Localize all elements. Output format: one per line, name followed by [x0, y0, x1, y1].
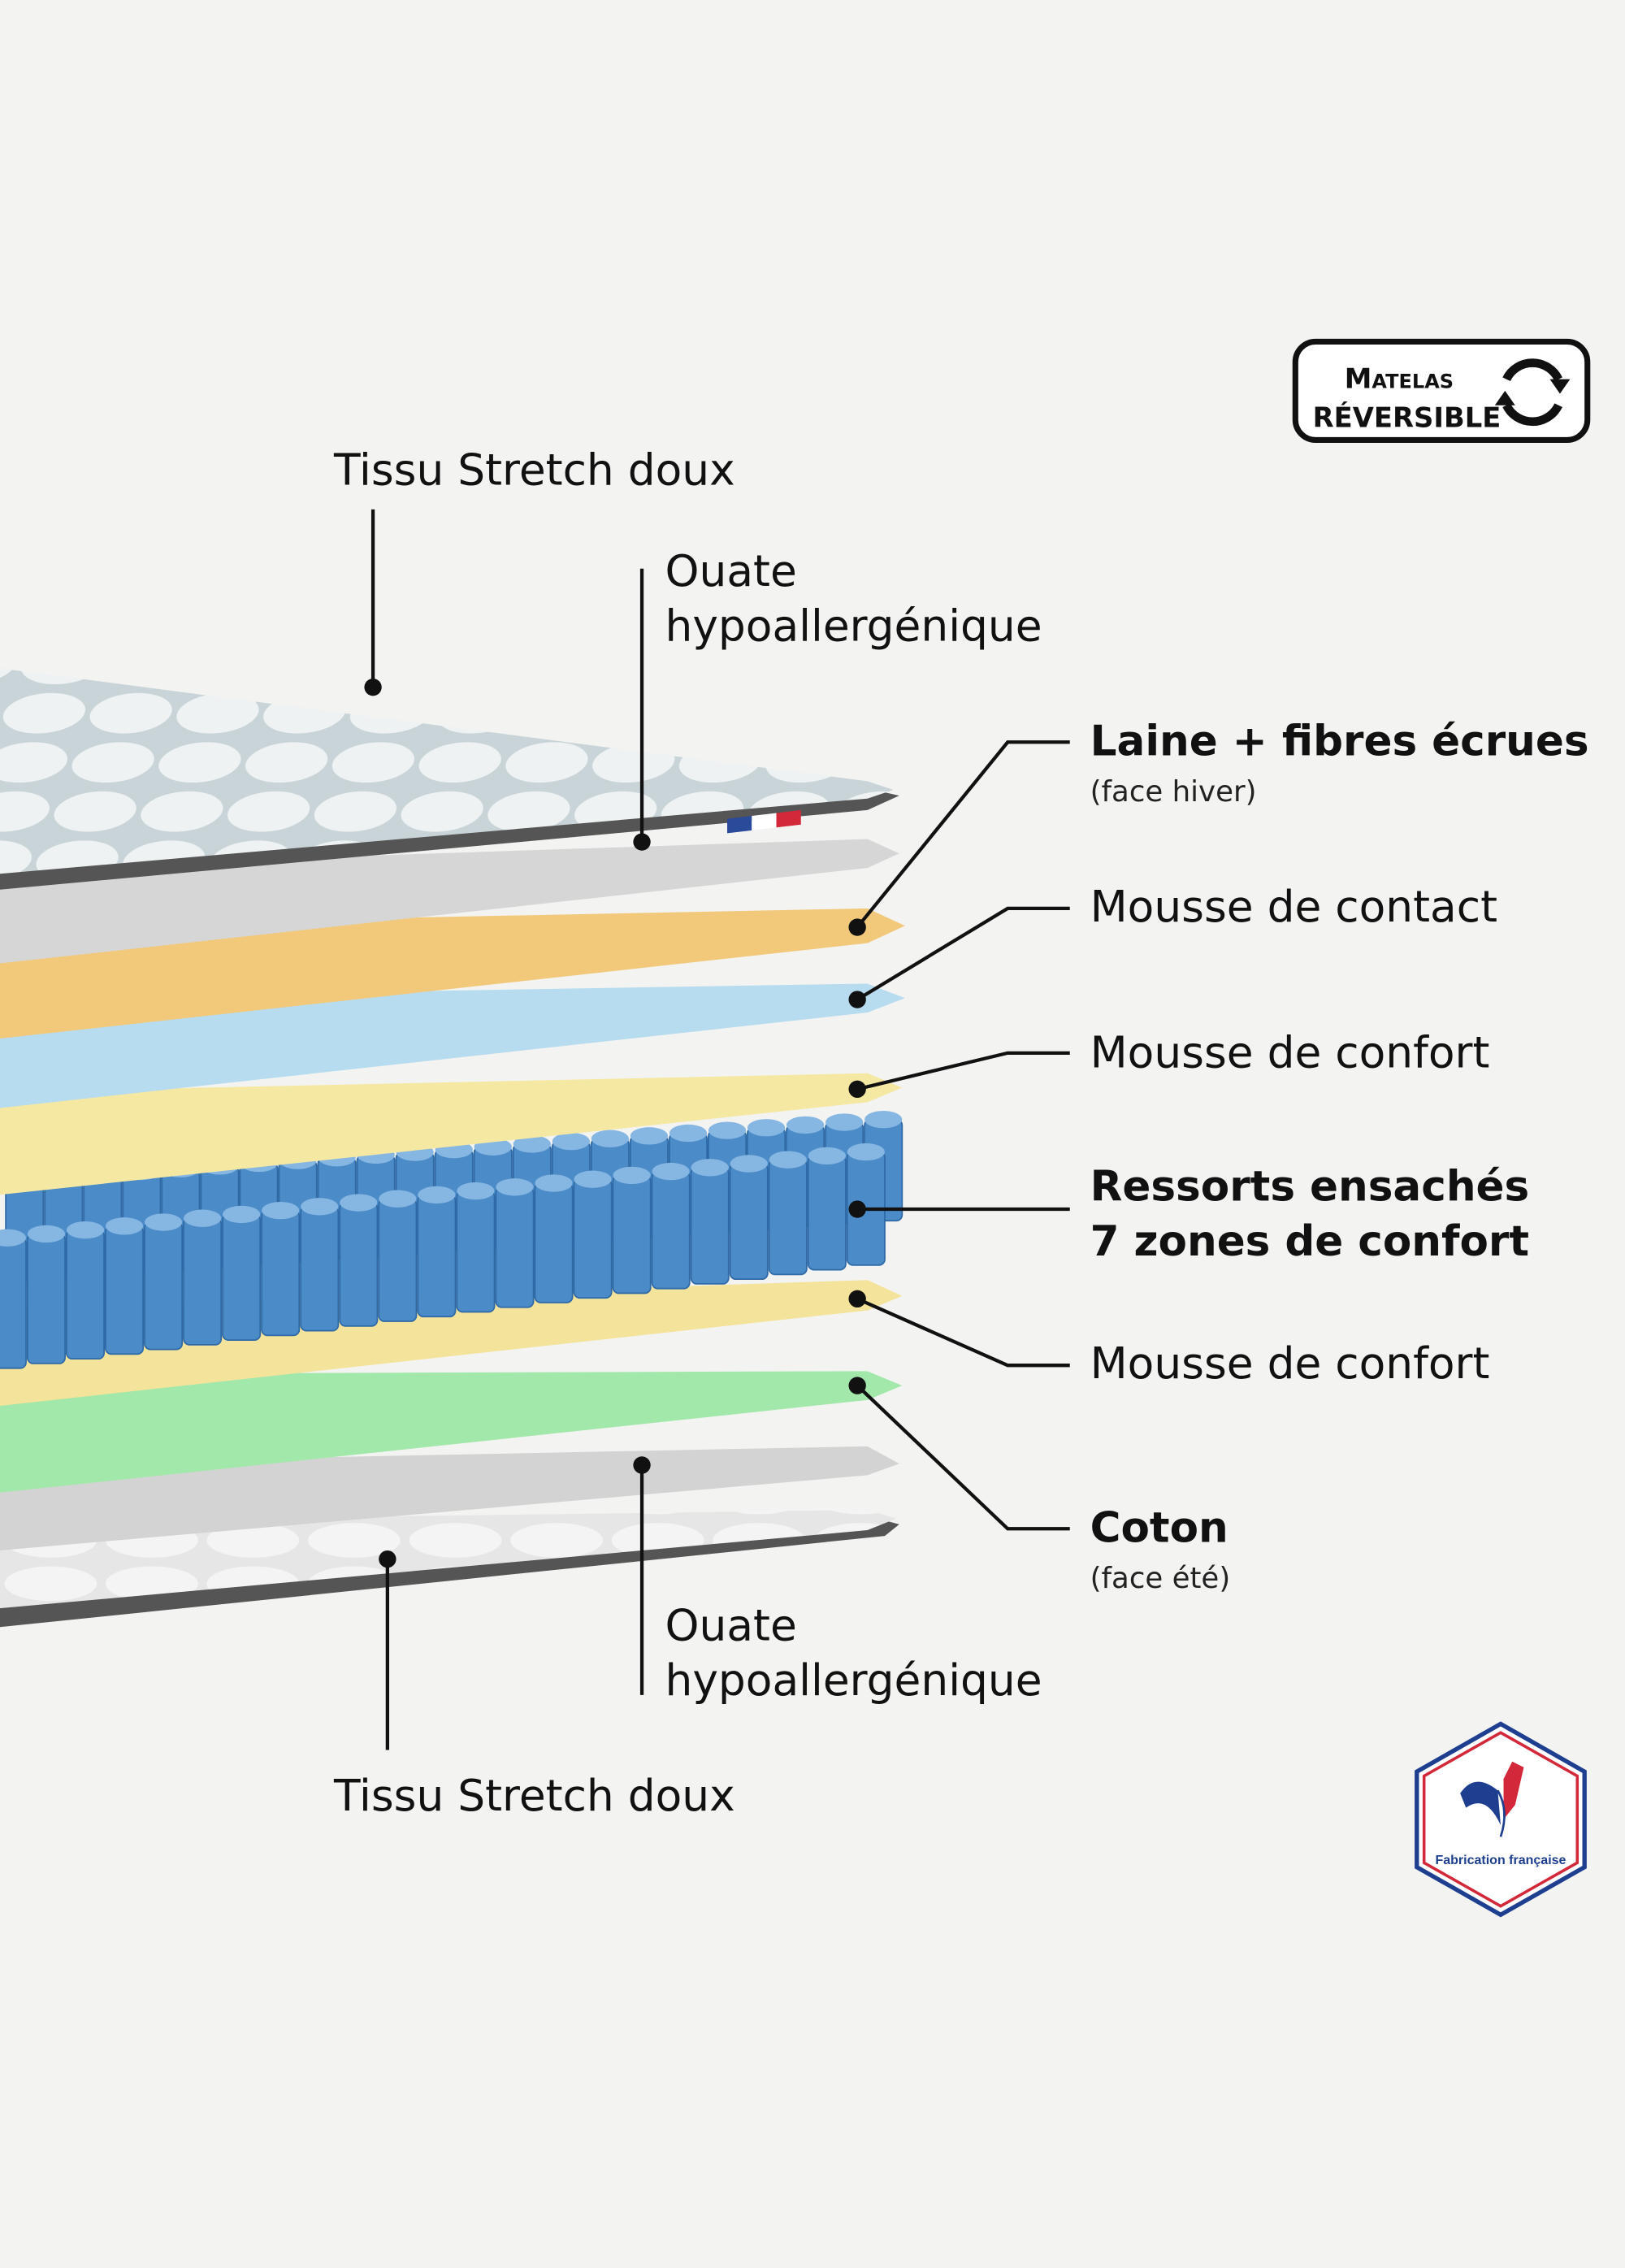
spring-coil — [26, 1225, 66, 1364]
label-contact-foam: Mousse de contact — [1090, 881, 1497, 932]
layer-bottom-wadding — [0, 1446, 899, 1550]
fabrication-francaise-logo: Fabrication française — [1415, 1721, 1587, 1918]
spring-coil — [729, 1155, 769, 1281]
label-comfort-foam-top: Mousse de confort — [1090, 1027, 1490, 1078]
spring-coil — [378, 1190, 418, 1322]
spring-coil — [144, 1213, 184, 1351]
layer-wool — [0, 908, 905, 1039]
spring-coil — [612, 1166, 652, 1294]
badge-line1: Matelas — [1345, 362, 1454, 394]
label-cotton: Coton — [1090, 1503, 1228, 1552]
spring-coil — [417, 1186, 457, 1318]
spring-coil — [0, 1229, 27, 1369]
layer-top-wadding — [0, 839, 899, 964]
spring-coil — [339, 1194, 379, 1327]
spring-coil — [495, 1178, 535, 1308]
spring-coil — [690, 1159, 730, 1285]
label-bottom-fabric: Tissu Stretch doux — [333, 1770, 735, 1821]
label-wool: Laine + fibres écrues — [1090, 717, 1589, 765]
spring-coil — [105, 1217, 145, 1355]
label-springs-2: 7 zones de confort — [1090, 1217, 1529, 1266]
label-wool-sub: (face hiver) — [1090, 775, 1257, 809]
french-flag-tag — [727, 809, 801, 834]
spring-coil — [183, 1209, 223, 1346]
label-bottom-wadding-2: hypoallergénique — [665, 1654, 1042, 1706]
spring-coil — [534, 1174, 574, 1303]
layer-cotton — [0, 1371, 903, 1493]
layer-bottom-fabric — [0, 1510, 899, 1628]
badge-line2: RÉVERSIBLE — [1313, 401, 1502, 433]
callout-lines — [364, 509, 1070, 1750]
label-bottom-wadding-1: Ouate — [665, 1599, 797, 1650]
spring-coil — [807, 1147, 847, 1271]
label-comfort-foam-bottom: Mousse de confort — [1090, 1338, 1490, 1389]
spring-coil — [768, 1151, 808, 1276]
label-top-fabric: Tissu Stretch doux — [333, 444, 735, 496]
label-top-wadding-1: Ouate — [665, 545, 797, 596]
layer-comfort-foam-top — [0, 1073, 903, 1195]
spring-coil — [456, 1182, 496, 1313]
label-top-wadding-2: hypoallergénique — [665, 601, 1042, 652]
rooster-icon — [1460, 1761, 1524, 1837]
spring-coil — [222, 1205, 262, 1341]
label-cotton-sub: (face été) — [1090, 1562, 1231, 1595]
reversible-badge: Matelas RÉVERSIBLE — [1292, 338, 1591, 443]
spring-coil — [573, 1170, 613, 1299]
spring-coil — [261, 1201, 301, 1337]
spring-coil — [65, 1221, 106, 1360]
layer-top-fabric — [0, 668, 899, 890]
spring-coil — [651, 1162, 691, 1290]
layer-contact-foam — [0, 983, 905, 1108]
spring-coil — [300, 1198, 340, 1332]
layer-pocket-springs — [0, 1110, 904, 1369]
label-springs-1: Ressorts ensachés — [1090, 1162, 1530, 1211]
reverse-arrows-icon — [1494, 358, 1571, 427]
logo-text: Fabrication française — [1435, 1854, 1566, 1867]
